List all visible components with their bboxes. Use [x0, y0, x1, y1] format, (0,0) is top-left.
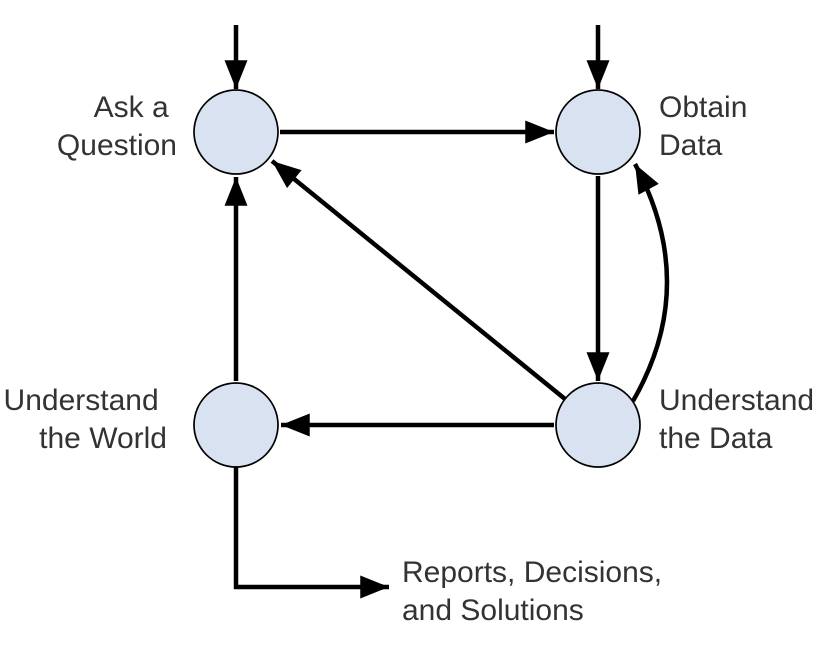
label-obtain-data-line1: Obtain — [659, 91, 747, 124]
node-obtain-data-circle — [555, 89, 641, 175]
label-understand-world-line2: the World — [39, 422, 167, 455]
label-understand-data-line1: Understand — [659, 384, 814, 417]
label-reports-line1: Reports, Decisions, — [402, 556, 662, 589]
node-understand-data-circle — [555, 382, 641, 468]
node-ask-question-circle — [193, 89, 279, 175]
label-understand-data-line2: the Data — [659, 422, 773, 455]
label-reports-decisions-solutions: Reports, Decisions, and Solutions — [402, 556, 670, 627]
label-understand-world: Understand the World — [4, 384, 167, 455]
label-ask-question-line2: Question — [57, 129, 177, 162]
label-understand-data: Understand the Data — [659, 384, 822, 455]
label-ask-question: Ask a Question — [57, 91, 177, 162]
edge-understand-world-to-reports — [233, 466, 389, 599]
label-obtain-data: Obtain Data — [659, 91, 756, 162]
node-understand-world-circle — [193, 382, 279, 468]
label-ask-question-line1: Ask a — [94, 91, 169, 124]
label-reports-line2: and Solutions — [402, 594, 584, 627]
label-obtain-data-line2: Data — [659, 129, 723, 162]
label-understand-world-line1: Understand — [4, 384, 159, 417]
edge-understand-data-to-ask-question — [270, 159, 567, 401]
edge-understand-data-to-obtain-data-curved — [631, 162, 670, 403]
